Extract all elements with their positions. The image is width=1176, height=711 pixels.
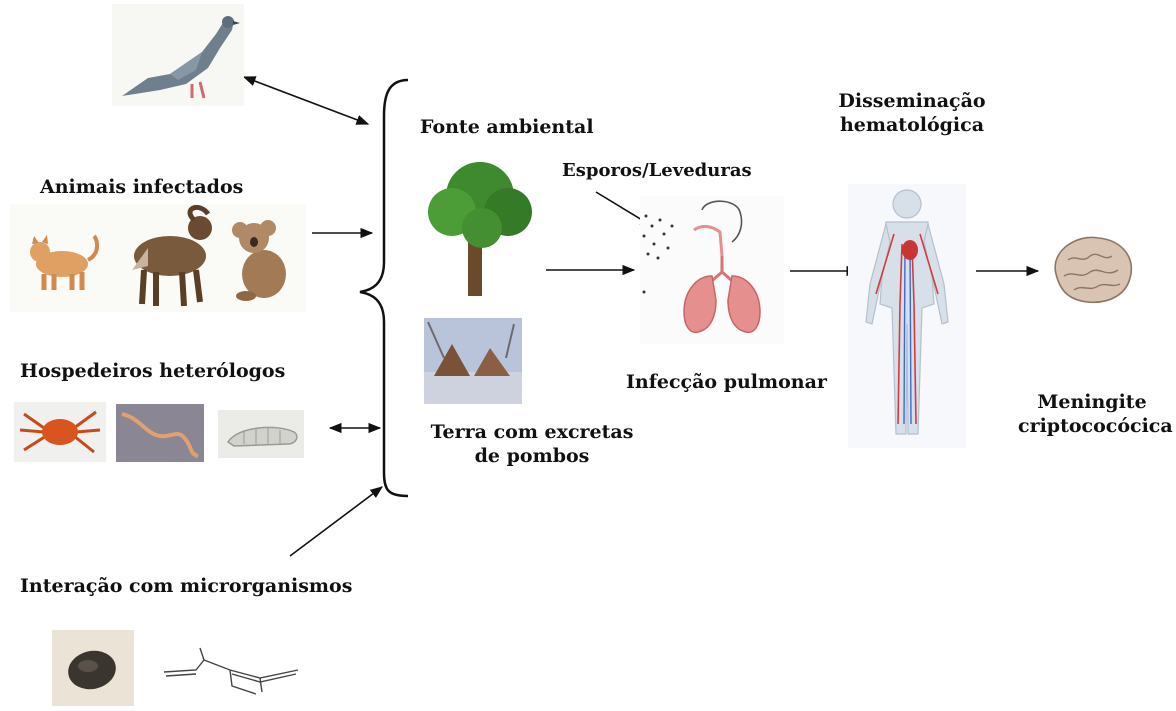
hospedeiros-heterologos-label: Hospedeiros heterólogos <box>20 360 285 384</box>
animais-infectados-label: Animais infectados <box>40 176 243 200</box>
meningite-line2: criptococócica <box>1018 415 1166 439</box>
disseminacao-line2: hematológica <box>838 114 986 138</box>
fonte-ambiental-label: Fonte ambiental <box>420 116 594 140</box>
curly-brace <box>360 80 408 496</box>
terra-excretas-label: Terra com excretas de pombos <box>418 421 646 469</box>
hyphae-icon <box>160 640 310 700</box>
yeast-cell-icon <box>52 630 134 706</box>
pigeon-icon <box>112 4 244 106</box>
infeccao-pulmonar-label: Infecção pulmonar <box>626 371 827 395</box>
worm-icon <box>116 404 204 462</box>
disseminacao-line1: Disseminação <box>838 90 986 114</box>
soil-mounds-icon <box>424 318 522 404</box>
meningite-label: Meningite criptococócica <box>1018 391 1166 439</box>
respiratory-system-icon <box>640 196 784 344</box>
meningite-line1: Meningite <box>1018 391 1166 415</box>
terra-excretas-line1: Terra com excretas <box>418 421 646 445</box>
disseminacao-label: Disseminação hematológica <box>838 90 986 138</box>
pigeon-bidirectional-arrow <box>244 77 368 124</box>
mite-icon <box>14 402 106 462</box>
infected-animals-image <box>10 204 306 312</box>
terra-excretas-line2: de pombos <box>418 445 646 469</box>
microorganisms-arrow <box>290 487 382 556</box>
interacao-microrganismos-label: Interação com microrganismos <box>20 575 352 599</box>
esporos-leveduras-label: Esporos/Leveduras <box>562 160 752 183</box>
human-body-circulation-icon <box>848 184 966 448</box>
brain-icon <box>1048 230 1136 310</box>
tree-icon <box>424 154 536 300</box>
larva-icon <box>218 410 304 458</box>
